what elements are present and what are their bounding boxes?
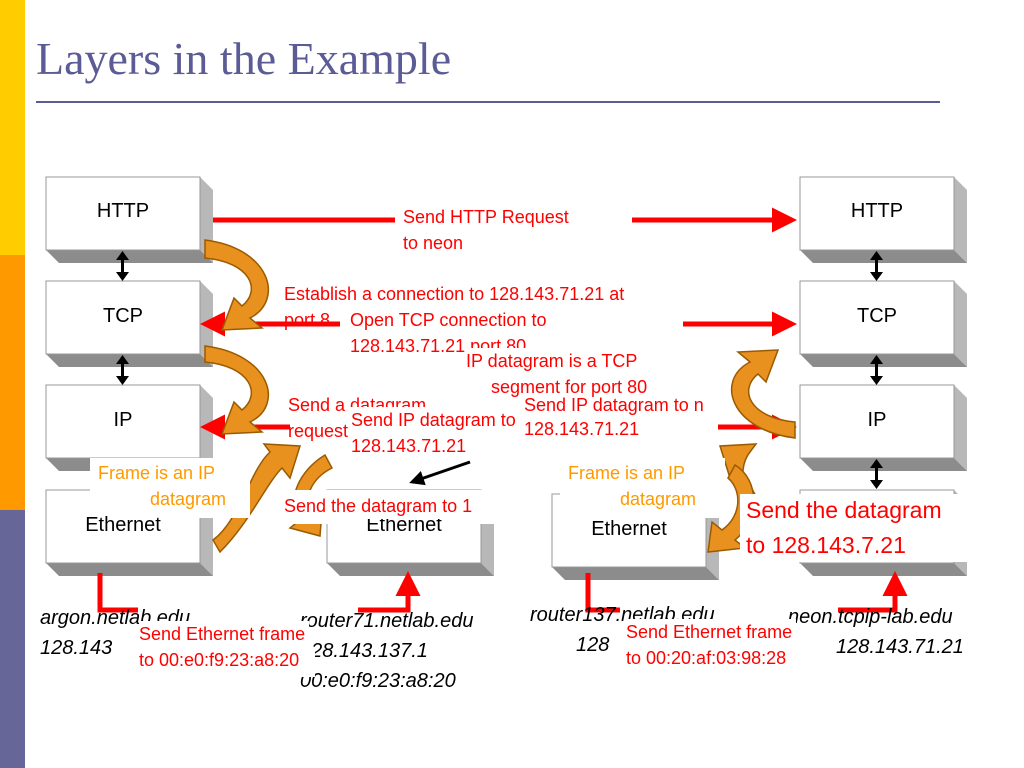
ip-datagram-tcp-label: IP datagram is a TCP [466,348,638,374]
sidebar-purple-band [0,510,25,768]
box-right-tcp [799,280,967,367]
frame-ip-left-label: Frame is an IP [98,463,216,483]
send-datagram-mid-label: Send the datagram to 1 [284,493,477,519]
send-ip-datagram-addr: 128.143.71.21 [351,433,475,459]
frame-ip-right-label: Frame is an IP [568,463,686,483]
http-request-to-label: to neon [403,233,464,253]
sidebar-orange-band [0,255,25,510]
left-http-label: HTTP [96,200,150,222]
left-ip-label: IP [113,409,133,431]
send-ip-datagram-right-label: Send IP datagram to n [524,395,704,415]
send-datagram-left2-label: request [288,421,349,441]
router137-ip: 128 [576,634,610,656]
box-left-tcp [45,280,213,367]
box-right-http [799,176,967,263]
establish-connection-label: Establish a connection to 128.143.71.21 … [284,284,625,304]
argon-ip: 128.143 [40,637,113,659]
box-right-ip [799,384,967,471]
http-request-label: Send HTTP Request [403,207,569,227]
slide-title: Layers in the Example [36,33,452,84]
send-ip-datagram-label: Send IP datagram to [351,407,520,433]
eth-frame-left-box-to: to 00:e0:f9:23:a8:20 [139,647,316,677]
neon-ip: 128.143.71.21 [836,636,964,658]
black-pointer-arrow [409,460,471,486]
eth-frame-right-box-to: to 00:20:af:03:98:28 [626,645,793,675]
router1-ethernet-label: Ethernet [366,514,442,536]
sidebar-yellow-band [0,0,25,255]
router71-ip: 128.143.137.1 [300,640,428,662]
ip-datagram-port-label: segment for port 80 [491,374,654,400]
router71-hostname: router71.netlab.edu [300,610,474,632]
title-underline [36,101,940,103]
left-ethernet-label: Ethernet [85,514,161,536]
right-ip-label: IP [867,409,887,431]
sidebar-decoration [0,0,25,768]
neon-hostname: neon.tcpip-lab.edu [788,606,953,628]
frame-ip-right-label2: datagram [620,489,697,509]
router71-mac: 00:e0:f9:23:a8:20 [300,670,456,692]
red-arrows [97,207,908,613]
send-datagram-big-label: Send the datagram [746,497,942,523]
send-ip-datagram-right-addr: 128.143.71.21 [524,416,650,442]
eth-frame-right-box: Send Ethernet frame [626,619,797,645]
right-http-label: HTTP [850,200,904,222]
open-tcp-label: Open TCP connection to [350,307,553,333]
establish-port-label: port 8 [284,310,331,330]
left-tcp-label: TCP [103,305,143,327]
eth-frame-left-box: Send Ethernet frame [139,621,310,647]
send-datagram-big-addr: to 128.143.7.21 [746,532,906,558]
router2-ethernet-label: Ethernet [591,518,667,540]
frame-ip-left-label2: datagram [150,489,227,509]
right-tcp-label: TCP [857,305,897,327]
